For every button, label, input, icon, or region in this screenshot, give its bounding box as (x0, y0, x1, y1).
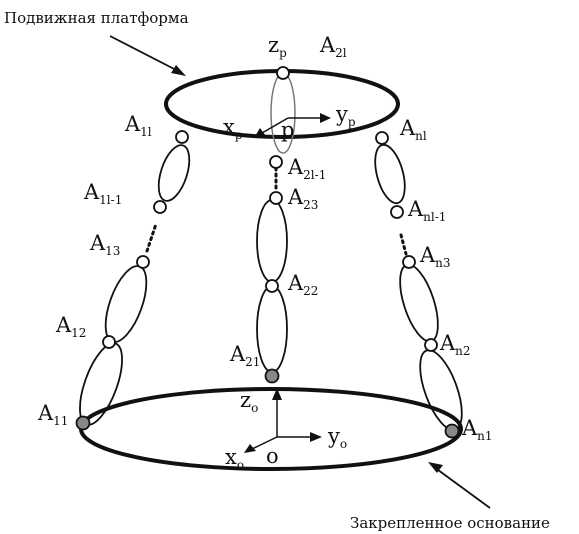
fixed-base-caption: Закрепленное основание (350, 514, 550, 532)
joint-Anl (375, 131, 389, 145)
joint-A11 (75, 415, 91, 431)
joint-label-Anl: Anl (399, 116, 427, 143)
joint-label-A21: A21 (229, 342, 260, 369)
joint-label-A22: A22 (287, 271, 318, 298)
leg-continuation-dots (145, 222, 158, 253)
base-y-label: yo (327, 424, 347, 451)
joint-An2 (424, 338, 438, 352)
leg-link (399, 263, 439, 343)
joint-A12 (102, 335, 116, 349)
joint-label-An2: An2 (439, 331, 471, 358)
joint-A2l (276, 66, 290, 80)
base-x-label: xo (225, 445, 244, 472)
leg-link (256, 285, 288, 373)
leg-continuation-dots (399, 233, 408, 256)
platform-origin-label: p (281, 118, 294, 142)
joint-label-A2l-1: A2l-1 (287, 155, 326, 182)
moving-platform-arrow (109, 35, 186, 76)
base-origin-label: o (266, 444, 279, 468)
platform-y-label: yp (335, 102, 356, 129)
base-frame (244, 388, 322, 453)
moving-platform-caption: Подвижная платформа (4, 9, 189, 27)
joint-label-An1: An1 (461, 416, 493, 443)
leg-link (157, 144, 191, 202)
joint-label-A12: A12 (55, 313, 86, 340)
leg-link (79, 342, 123, 426)
base-z-label: zo (240, 388, 258, 415)
leg-link (104, 265, 148, 343)
joint-label-A1l: A1l (124, 112, 152, 139)
joint-label-A11: A11 (37, 401, 68, 428)
joint-label-Anl-1: Anl-1 (407, 197, 446, 224)
joint-A1l (175, 130, 189, 144)
joint-label-A1l-1: A1l-1 (83, 180, 122, 207)
joint-An1 (444, 423, 460, 439)
joint-An3 (402, 255, 416, 269)
joint-A21 (264, 368, 280, 384)
joint-Anl-1 (390, 205, 404, 219)
platform-frame (254, 113, 331, 138)
joint-A22 (265, 279, 279, 293)
joint-label-An3: An3 (419, 243, 451, 270)
platform-x-label: xp (223, 115, 243, 142)
fixed-base-arrow (428, 462, 491, 509)
joint-A13 (136, 255, 150, 269)
joint-A1l-1 (153, 200, 167, 214)
joint-A2l-1 (269, 155, 283, 169)
leg-link (256, 199, 288, 283)
joint-label-A23: A23 (287, 185, 318, 212)
leg-link (374, 143, 406, 205)
platform-z-label: zp (268, 33, 287, 60)
joint-label-A13: A13 (89, 231, 120, 258)
joint-label-A2l: A2l (319, 33, 347, 60)
leg-n (374, 143, 463, 431)
joint-A23 (269, 191, 283, 205)
